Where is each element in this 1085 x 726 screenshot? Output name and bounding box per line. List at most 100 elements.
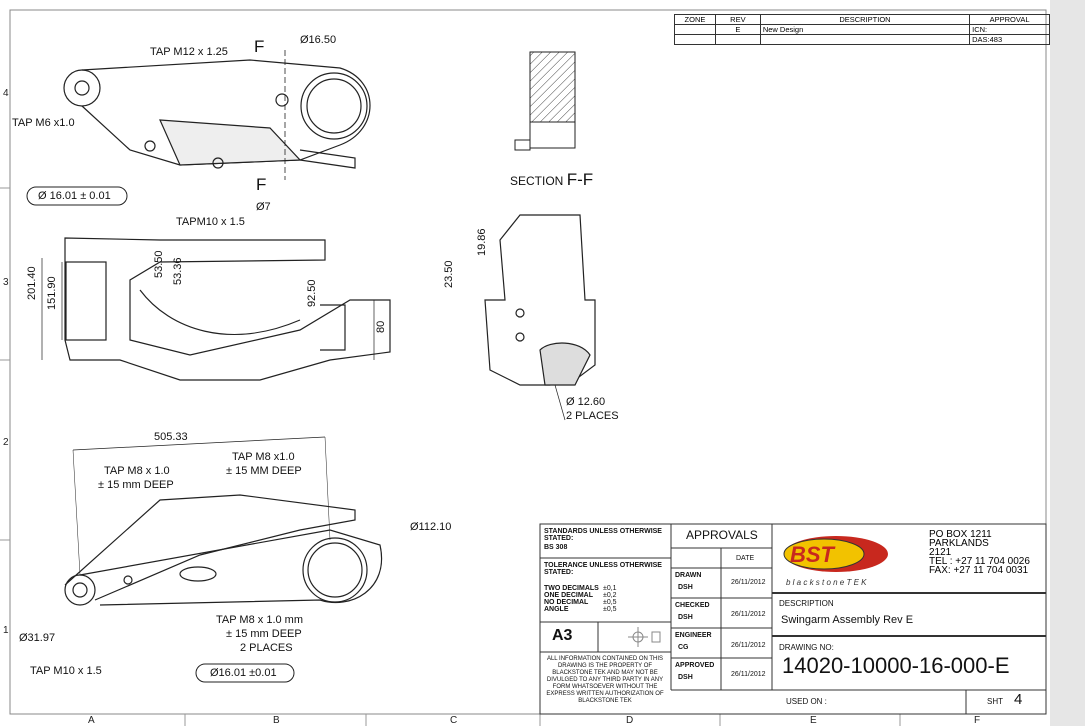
approval-role: ENGINEER bbox=[675, 632, 712, 639]
company-logo: BST bbox=[790, 542, 834, 567]
tolerance-label: TOLERANCE UNLESS OTHERWISE STATED: bbox=[544, 562, 662, 576]
tol-name: ANGLE bbox=[544, 606, 569, 613]
standards-label: STANDARDS UNLESS OTHERWISE STATED: bbox=[544, 528, 662, 542]
approval-name: DSH bbox=[678, 584, 693, 591]
section-label: F-F bbox=[566, 170, 594, 189]
header-rev: REV bbox=[714, 14, 761, 25]
dim-label: TAPM10 x 1.5 bbox=[176, 216, 245, 228]
date-header: DATE bbox=[736, 555, 755, 562]
cell: ICN: bbox=[969, 24, 1050, 35]
dim-label: TAP M12 x 1.25 bbox=[150, 46, 228, 58]
drawing-no-label: DRAWING NO: bbox=[779, 643, 834, 652]
cell: DAS:483 bbox=[969, 34, 1050, 45]
dim-label: TAP M6 x1.0 bbox=[12, 117, 75, 129]
tol-value: ±0,5 bbox=[603, 606, 617, 613]
section-prefix: SECTION bbox=[510, 174, 564, 188]
cell bbox=[759, 34, 971, 45]
zone-col: E bbox=[810, 715, 817, 726]
section-title: SECTION F-F bbox=[510, 170, 593, 190]
dim-label: TAP M8 x1.0 bbox=[232, 451, 295, 463]
header-description: DESCRIPTION bbox=[759, 14, 971, 25]
zone-row: 2 bbox=[3, 437, 9, 448]
address-line: TEL : +27 11 704 0026 bbox=[929, 556, 1030, 567]
drawing-geometry bbox=[0, 9, 1047, 726]
zone-row: 1 bbox=[3, 625, 9, 636]
approvals-header: APPROVALS bbox=[686, 528, 758, 542]
sheet-label: SHT bbox=[987, 697, 1003, 706]
property-notice: ALL INFORMATION CONTAINED ON THIS DRAWIN… bbox=[546, 656, 664, 704]
dim-label: 201.40 bbox=[26, 266, 38, 300]
dim-label: 80 bbox=[375, 320, 387, 333]
dim-label: ± 15 mm DEEP bbox=[226, 628, 302, 640]
tol-value: ±0,5 bbox=[603, 599, 617, 606]
approval-name: DSH bbox=[678, 614, 693, 621]
tol-name: TWO DECIMALS bbox=[544, 585, 599, 592]
paper-size: A3 bbox=[552, 627, 573, 644]
zone-col: A bbox=[88, 715, 95, 726]
dim-label: Ø7 bbox=[256, 201, 271, 213]
address-line: PARKLANDS bbox=[929, 538, 989, 549]
header-zone: ZONE bbox=[674, 14, 716, 25]
tol-name: NO DECIMAL bbox=[544, 599, 589, 606]
address-line: 2121 bbox=[929, 547, 952, 558]
tol-name: ONE DECIMAL bbox=[544, 592, 593, 599]
cell bbox=[674, 24, 716, 35]
approval-role: CHECKED bbox=[675, 602, 710, 609]
dim-label: 2 PLACES bbox=[566, 410, 619, 422]
drawing-number: 14020-10000-16-000-E bbox=[782, 653, 1010, 678]
end-view bbox=[484, 214, 596, 421]
zone-row: 4 bbox=[3, 88, 9, 99]
sheet-number: 4 bbox=[1014, 691, 1023, 708]
zone-row: 3 bbox=[3, 277, 9, 288]
dim-label: 53.36 bbox=[172, 257, 184, 285]
dim-label: Ø112.10 bbox=[410, 521, 452, 533]
dim-label: 19.86 bbox=[476, 228, 488, 256]
dim-label: Ø 16.01 ± 0.01 bbox=[38, 190, 111, 202]
description-value: Swingarm Assembly Rev E bbox=[781, 614, 914, 626]
description-label: DESCRIPTION bbox=[779, 599, 834, 608]
tol-value: ±0,1 bbox=[603, 585, 617, 592]
isometric-view bbox=[64, 436, 383, 606]
dim-label: ± 15 mm DEEP bbox=[98, 479, 174, 491]
approval-date: 26/11/2012 bbox=[731, 579, 766, 586]
dim-label: Ø16.50 bbox=[300, 34, 337, 46]
cell: E bbox=[714, 24, 761, 35]
company-name: b l a c k s t o n e T E K bbox=[786, 578, 867, 587]
zone-col: D bbox=[626, 715, 634, 726]
zone-col: C bbox=[450, 715, 458, 726]
header-approval: APPROVAL bbox=[969, 14, 1050, 25]
dim-label: 2 PLACES bbox=[240, 642, 293, 654]
top-view bbox=[63, 50, 371, 180]
zone-col: B bbox=[273, 715, 280, 726]
dim-label: Ø16.01 ±0.01 bbox=[210, 667, 277, 679]
dim-label: 92.50 bbox=[306, 279, 318, 307]
dim-label: ± 15 MM DEEP bbox=[226, 465, 302, 477]
dim-label: 23.50 bbox=[443, 260, 455, 288]
zone-col: F bbox=[974, 715, 981, 726]
used-on-label: USED ON : bbox=[786, 697, 827, 706]
approval-date: 26/11/2012 bbox=[731, 611, 766, 618]
cell bbox=[674, 34, 716, 45]
dim-label: TAP M8 x 1.0 mm bbox=[216, 614, 304, 626]
tol-value: ±0,2 bbox=[603, 592, 617, 599]
dim-label: 151.90 bbox=[46, 276, 58, 310]
section-mark: F bbox=[254, 37, 265, 56]
cell bbox=[714, 34, 761, 45]
approval-role: APPROVED bbox=[675, 662, 715, 669]
approval-date: 26/11/2012 bbox=[731, 642, 766, 649]
address-line: FAX: +27 11 704 0031 bbox=[929, 565, 1029, 576]
approval-role: DRAWN bbox=[675, 572, 702, 579]
side-view bbox=[41, 237, 391, 381]
approval-date: 26/11/2012 bbox=[731, 671, 766, 678]
dim-label: TAP M10 x 1.5 bbox=[30, 665, 102, 677]
dim-label: 505.33 bbox=[154, 431, 188, 443]
dim-label: 53.50 bbox=[153, 250, 165, 278]
approval-name: DSH bbox=[678, 674, 693, 681]
dim-label: Ø 12.60 bbox=[566, 396, 606, 408]
approval-name: CG bbox=[678, 644, 689, 651]
title-block-lines bbox=[539, 523, 1047, 715]
section-mark: F bbox=[256, 175, 267, 194]
